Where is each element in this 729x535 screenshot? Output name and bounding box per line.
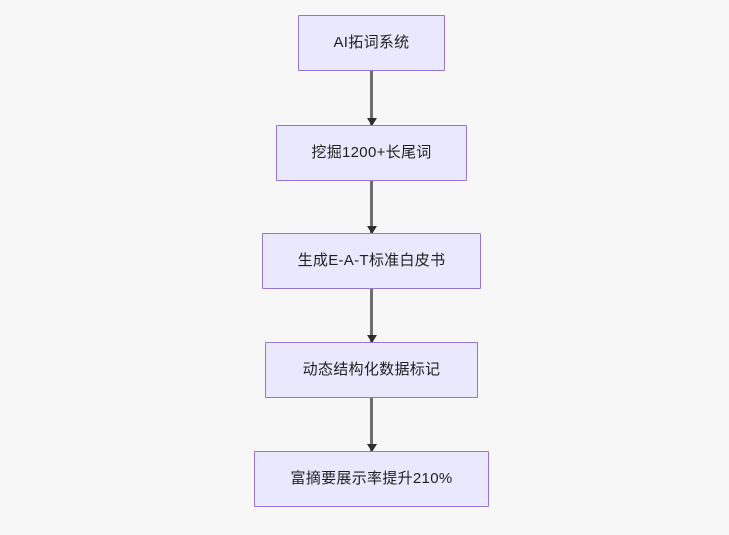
arrow-down-icon xyxy=(366,335,377,343)
flow-node-label: 动态结构化数据标记 xyxy=(302,361,441,378)
flow-node-label: 挖掘1200+长尾词 xyxy=(311,144,432,161)
flow-edge-n2-n3 xyxy=(366,181,377,234)
flow-node-ai-keyword-system[interactable]: AI拓词系统 xyxy=(298,15,445,71)
edge-line xyxy=(370,181,373,233)
arrow-down-icon xyxy=(366,118,377,126)
arrow-down-icon xyxy=(366,444,377,452)
flow-node-label: 生成E-A-T标准白皮书 xyxy=(297,252,446,269)
flow-node-label: 富摘要展示率提升210% xyxy=(290,470,453,487)
flow-node-generate-eat-whitepaper[interactable]: 生成E-A-T标准白皮书 xyxy=(262,233,481,289)
flow-edge-n4-n5 xyxy=(366,398,377,452)
edge-line xyxy=(370,398,373,451)
edge-line xyxy=(370,289,373,342)
flow-node-rich-snippet-impression-uplift[interactable]: 富摘要展示率提升210% xyxy=(254,451,489,507)
edge-line xyxy=(370,71,373,125)
flow-node-label: AI拓词系统 xyxy=(333,34,410,51)
flow-edge-n3-n4 xyxy=(366,289,377,343)
arrow-down-icon xyxy=(366,226,377,234)
flow-node-dynamic-structured-data-markup[interactable]: 动态结构化数据标记 xyxy=(265,342,478,398)
flow-edge-n1-n2 xyxy=(366,71,377,126)
flow-node-mine-longtail-keywords[interactable]: 挖掘1200+长尾词 xyxy=(276,125,467,181)
